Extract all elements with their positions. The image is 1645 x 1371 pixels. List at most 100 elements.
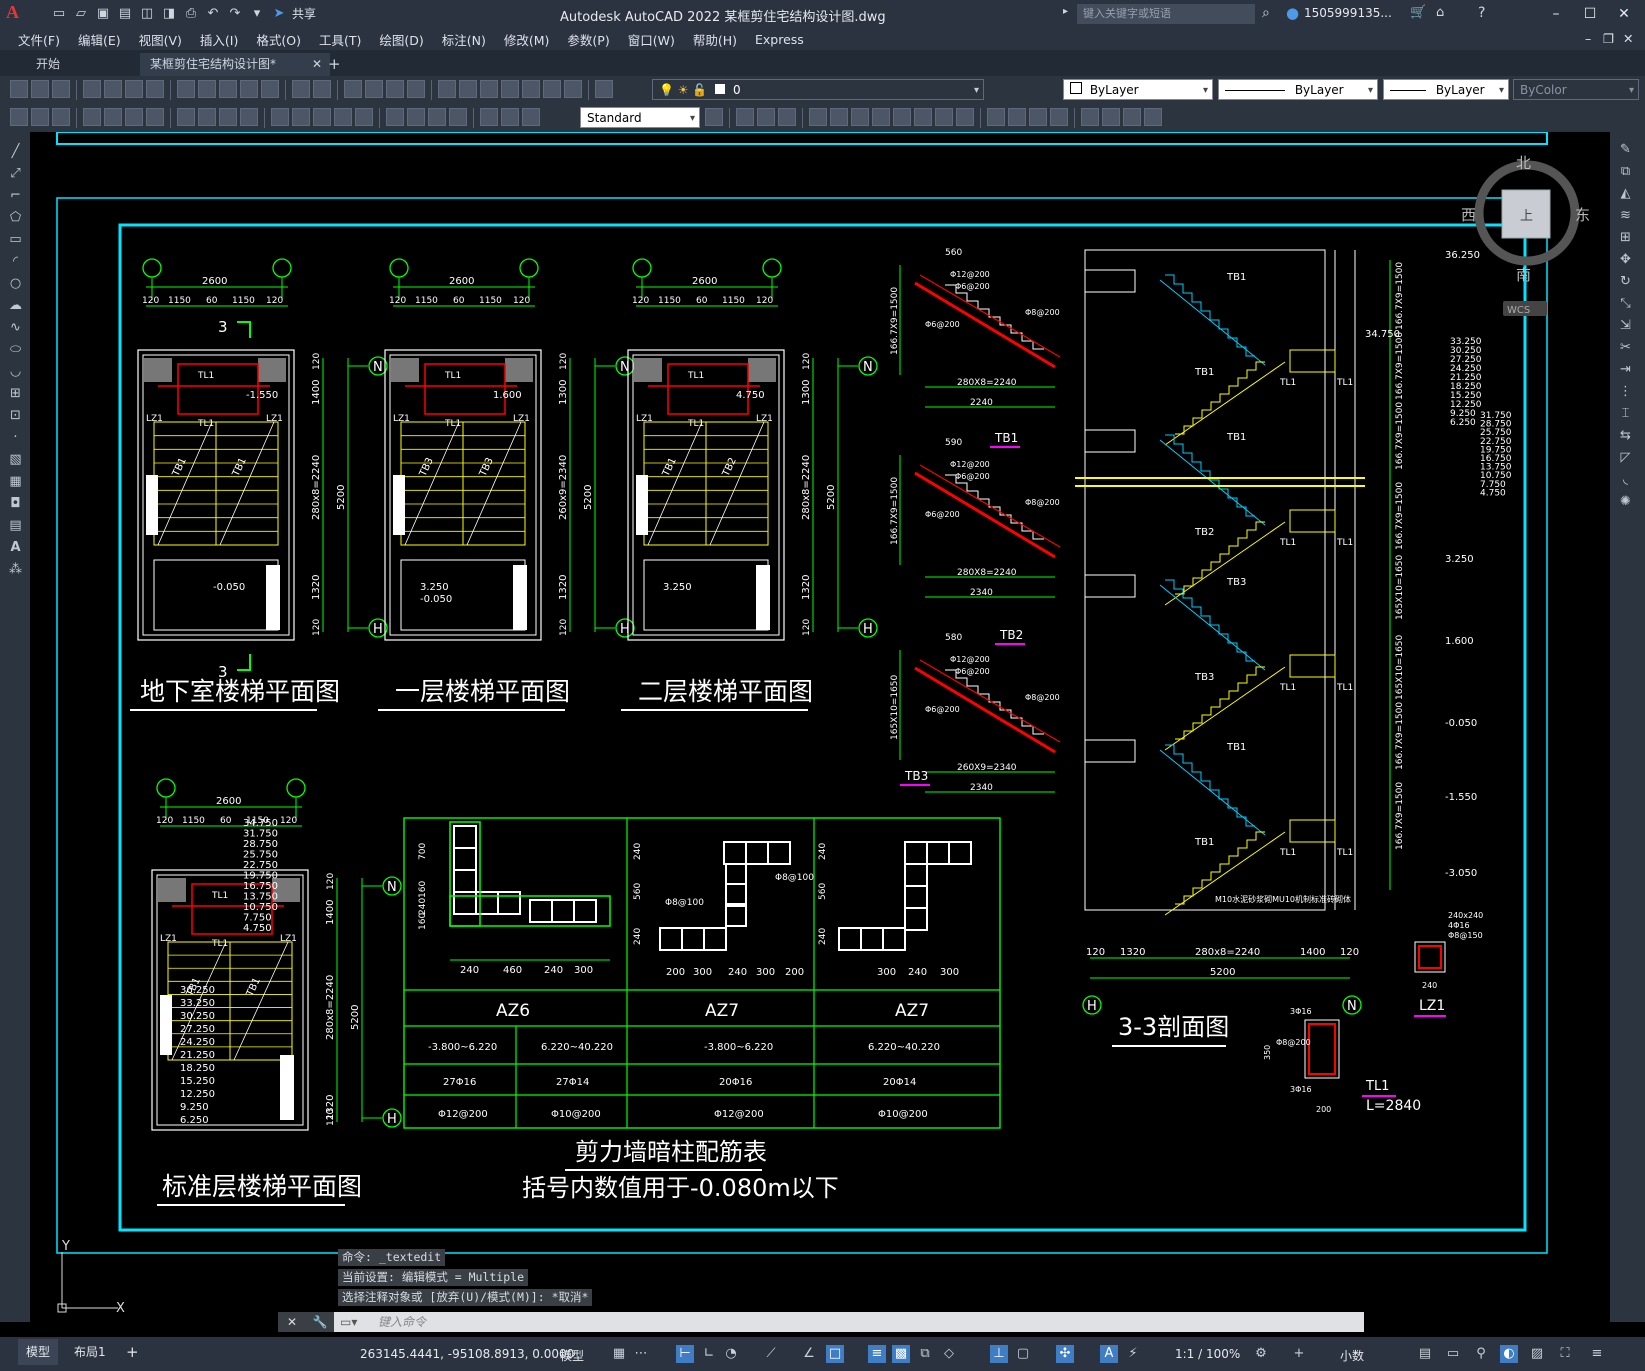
- fillet-icon[interactable]: ◟: [1622, 472, 1629, 487]
- save-as-icon[interactable]: ▤: [118, 5, 132, 21]
- stretch-icon[interactable]: ⇲: [1620, 318, 1631, 333]
- undo-icon[interactable]: ↶: [207, 5, 219, 21]
- break-dim-icon[interactable]: [355, 108, 373, 126]
- erase-icon[interactable]: [736, 108, 754, 126]
- radius-dim-icon[interactable]: [177, 108, 195, 126]
- array-icon[interactable]: [830, 108, 848, 126]
- plot-icon[interactable]: [83, 80, 101, 98]
- menu-file[interactable]: 文件(F): [18, 32, 60, 48]
- paste-icon[interactable]: [219, 80, 237, 98]
- menu-help[interactable]: 帮助(H): [692, 32, 737, 48]
- jogged-dim-icon[interactable]: [198, 108, 216, 126]
- menu-format[interactable]: 格式(O): [256, 32, 301, 48]
- open-icon[interactable]: [31, 80, 49, 98]
- wcs-menu[interactable]: [1503, 301, 1547, 316]
- arc-length-icon[interactable]: [125, 108, 143, 126]
- search-expand-icon[interactable]: ▸: [1063, 6, 1069, 17]
- customize-icon[interactable]: ▾: [253, 5, 261, 21]
- viewcube-face[interactable]: [1501, 189, 1551, 239]
- command-customize-icon[interactable]: 🔧: [306, 1312, 334, 1332]
- zoom-realtime-icon[interactable]: [365, 80, 383, 98]
- doc-close-icon[interactable]: ✕: [1623, 31, 1634, 46]
- color-dropdown[interactable]: ByLayer ▾: [1063, 79, 1213, 100]
- search-icon[interactable]: ⌕: [1262, 5, 1270, 21]
- point-icon[interactable]: ·: [13, 430, 18, 445]
- viewcube[interactable]: 上 北 南 西 东 WCS: [1461, 154, 1590, 316]
- chamfer-icon[interactable]: ◸: [1620, 450, 1631, 465]
- extend-icon[interactable]: ⇥: [1620, 362, 1631, 377]
- polygon-icon[interactable]: ⬠: [9, 210, 22, 225]
- share-label[interactable]: 共享: [292, 6, 317, 21]
- break-at-point-icon[interactable]: ⋮: [1619, 384, 1632, 399]
- fullscreen-icon[interactable]: ⛶: [1560, 1346, 1570, 1361]
- construction-line-icon[interactable]: ⤢: [10, 166, 21, 181]
- selection-cycling-icon[interactable]: ⧉: [920, 1346, 930, 1361]
- isolate-objects-icon[interactable]: ⚲: [1476, 1346, 1486, 1361]
- rotate-icon[interactable]: [872, 108, 890, 126]
- lineweight-icon[interactable]: ≡: [868, 1345, 886, 1363]
- trim-icon[interactable]: ✂: [1620, 340, 1631, 355]
- aligned-dim-icon[interactable]: [104, 108, 122, 126]
- menu-view[interactable]: 视图(V): [138, 32, 182, 48]
- dim-style-dropdown[interactable]: Standard ▾: [580, 107, 700, 128]
- layer-previous-icon[interactable]: [52, 108, 70, 126]
- annotation-monitor-icon[interactable]: +: [1293, 1346, 1305, 1361]
- copy-icon[interactable]: [198, 80, 216, 98]
- chamfer-icon[interactable]: [1029, 108, 1047, 126]
- sheet-set-icon[interactable]: [501, 80, 519, 98]
- make-block-icon[interactable]: ⊡: [10, 408, 21, 423]
- redo-icon[interactable]: ↷: [229, 5, 241, 21]
- dim-style-icon[interactable]: [705, 108, 723, 126]
- auto-scale-icon[interactable]: ⚡: [1128, 1346, 1138, 1361]
- join-icon[interactable]: ⇆: [1620, 428, 1631, 443]
- layer-dropdown[interactable]: 💡 ☀ 🔓 0 ▾: [652, 79, 984, 100]
- gradient-icon[interactable]: ▦: [9, 474, 22, 489]
- insert-block-icon[interactable]: ⊞: [10, 386, 21, 401]
- join-icon[interactable]: [1008, 108, 1026, 126]
- command-close-icon[interactable]: ✕: [278, 1312, 306, 1332]
- customize-status-icon[interactable]: ≡: [1591, 1346, 1603, 1361]
- autocad-logo-icon[interactable]: A: [6, 2, 19, 22]
- ortho-icon[interactable]: ∟: [703, 1346, 715, 1361]
- move-icon[interactable]: [851, 108, 869, 126]
- tab-layout1[interactable]: 布局1: [74, 1345, 106, 1359]
- explode-icon[interactable]: [1081, 108, 1099, 126]
- menu-dimension[interactable]: 标注(N): [441, 32, 486, 48]
- continue-dim-icon[interactable]: [313, 108, 331, 126]
- angular-dim-icon[interactable]: [240, 108, 258, 126]
- offset-icon[interactable]: [809, 108, 827, 126]
- offset-icon[interactable]: ≋: [1620, 208, 1631, 223]
- copy-icon[interactable]: ⧉: [1620, 164, 1631, 179]
- linetype-dropdown[interactable]: ByLayer ▾: [1218, 79, 1378, 100]
- osnap-icon[interactable]: □: [826, 1345, 844, 1363]
- draworder-icon[interactable]: [1123, 108, 1141, 126]
- preview-icon[interactable]: [104, 80, 122, 98]
- save-icon[interactable]: ▣: [96, 5, 110, 21]
- plotstyle-dropdown[interactable]: ByColor ▾: [1513, 79, 1639, 100]
- user-name[interactable]: 1505999135...: [1304, 6, 1392, 20]
- a360-icon[interactable]: ⌂: [1436, 5, 1445, 20]
- diameter-dim-icon[interactable]: [219, 108, 237, 126]
- spline-icon[interactable]: ∿: [10, 320, 21, 335]
- cart-icon[interactable]: 🛒: [1410, 5, 1427, 20]
- selection-filter-icon[interactable]: ▢: [1016, 1346, 1030, 1361]
- snap-icon[interactable]: ⋯: [634, 1346, 648, 1361]
- maximize-icon[interactable]: ☐: [1583, 6, 1597, 22]
- scale-icon[interactable]: [893, 108, 911, 126]
- ellipse-arc-icon[interactable]: ◡: [9, 364, 22, 379]
- qnew-icon[interactable]: [10, 80, 28, 98]
- group-icon[interactable]: [1144, 108, 1162, 126]
- arc-icon[interactable]: ◜: [12, 254, 19, 269]
- command-recent-icon[interactable]: ▭▾: [340, 1315, 358, 1329]
- table-icon[interactable]: ▤: [9, 518, 22, 533]
- model-space-toggle[interactable]: 模型: [560, 1349, 585, 1363]
- zoom-previous-icon[interactable]: [407, 80, 425, 98]
- move-icon[interactable]: ✥: [1620, 252, 1631, 267]
- line-icon[interactable]: ╱: [11, 144, 20, 159]
- inspect-icon[interactable]: [428, 108, 446, 126]
- center-mark-icon[interactable]: [407, 108, 425, 126]
- menu-modify[interactable]: 修改(M): [503, 32, 550, 48]
- plot-icon[interactable]: ⎙: [185, 5, 197, 21]
- viewcube-ring[interactable]: [1474, 160, 1580, 266]
